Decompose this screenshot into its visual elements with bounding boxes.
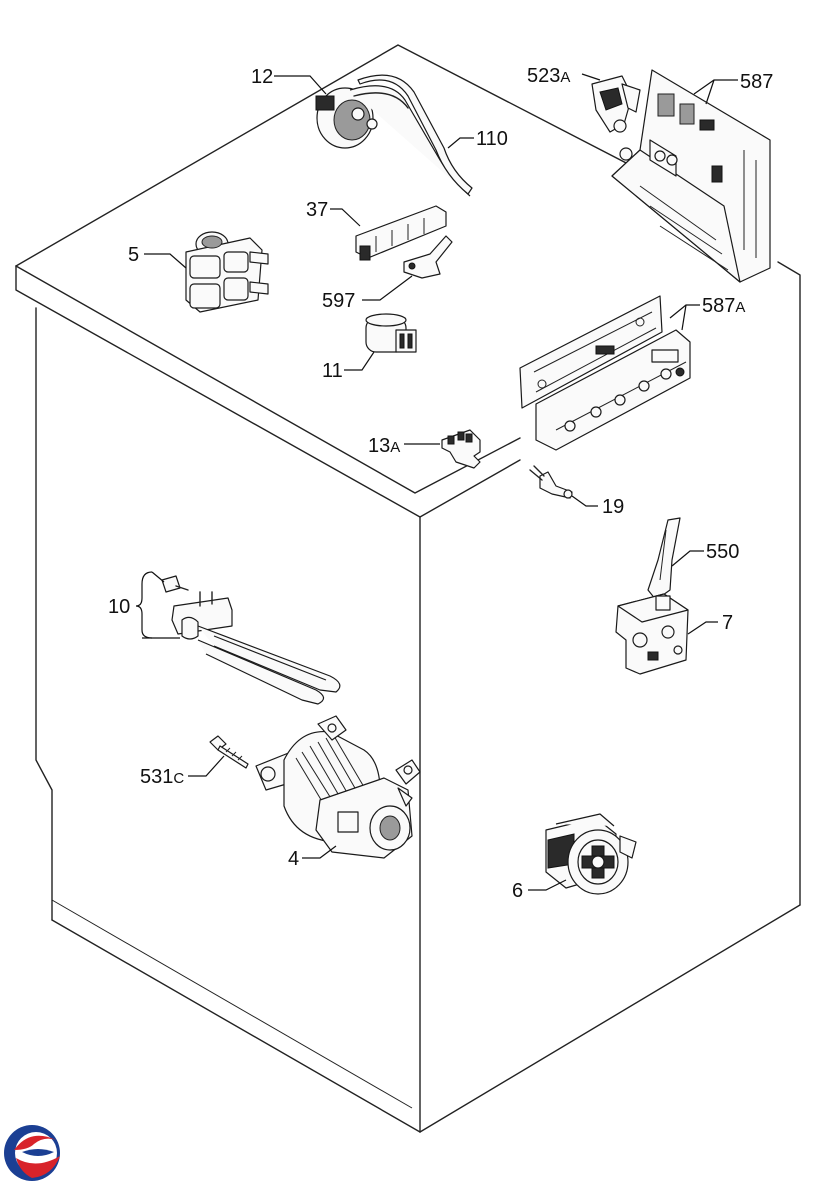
brand-logo (4, 1125, 60, 1181)
label-12: 12 (251, 66, 273, 88)
part-587a-control-board (519, 295, 691, 451)
part-4-motor (255, 715, 421, 859)
label-5: 5 (128, 244, 139, 266)
label-587a: 587A (702, 295, 745, 317)
part-19-sensor (529, 465, 573, 499)
part-12-pressure-switch (315, 85, 471, 197)
label-523a: 523A (527, 65, 570, 87)
label-587: 587 (740, 71, 773, 93)
label-6: 6 (512, 880, 523, 902)
part-531c-bolt (209, 735, 249, 769)
cabinet-outline (15, 44, 801, 1133)
part-597-clip (403, 235, 453, 279)
part-37-terminal-block (355, 205, 447, 261)
part-13a-connector (441, 429, 481, 469)
part-11-capacitor (365, 313, 417, 353)
label-10-brace (135, 571, 180, 639)
label-10: 10 (108, 596, 130, 618)
part-550-lever (647, 517, 681, 601)
label-110: 110 (476, 128, 508, 150)
part-6-drain-pump (545, 813, 637, 895)
label-597: 597 (322, 290, 355, 312)
label-11: 11 (322, 360, 343, 382)
label-4: 4 (288, 848, 299, 870)
part-labels: 12 110 523A 587 37 5 597 587A 11 13A 19 … (108, 65, 773, 902)
part-523a-connector (591, 75, 641, 133)
label-531c: 531C (140, 766, 184, 788)
part-10-heater (161, 575, 341, 705)
part-7-door-lock (615, 593, 689, 675)
label-37: 37 (306, 199, 328, 221)
part-110-hose (357, 74, 473, 195)
label-550: 550 (706, 541, 739, 563)
label-19: 19 (602, 496, 624, 518)
label-7: 7 (722, 612, 733, 634)
part-5-inlet-valve (185, 231, 269, 313)
label-13a: 13A (368, 435, 400, 457)
part-587-control-housing (611, 69, 771, 283)
leader-lines (144, 73, 738, 891)
